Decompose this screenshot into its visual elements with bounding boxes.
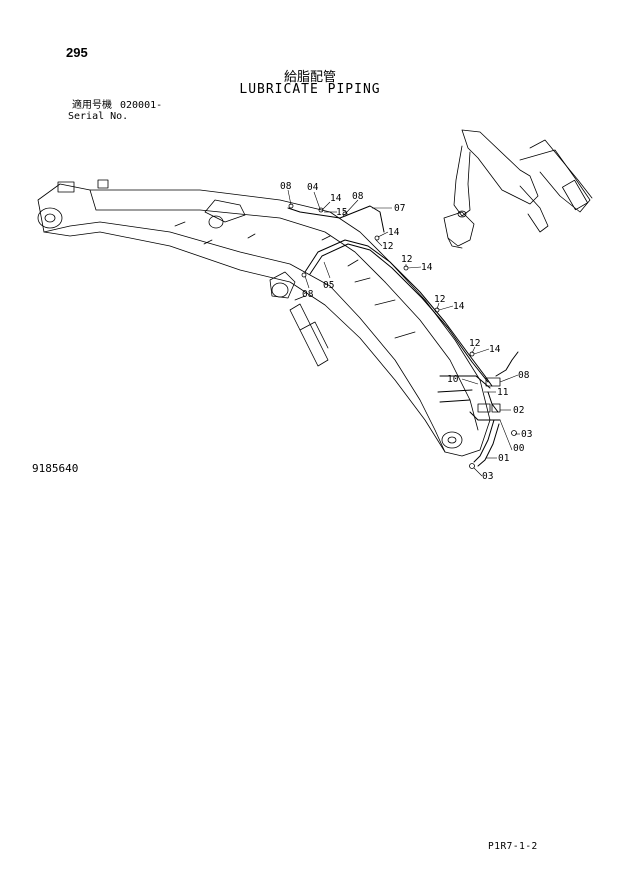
serial-block: 適用号機 020001- Serial No. xyxy=(68,100,162,122)
callout-label: 14 xyxy=(421,262,433,273)
callout-label: 12 xyxy=(434,294,445,305)
drawing-number: 9185640 xyxy=(32,462,79,475)
callout-label: 01 xyxy=(498,453,510,464)
callout-label: 12 xyxy=(382,241,393,252)
boom-cylinder xyxy=(289,295,329,367)
callout-label: 03 xyxy=(521,429,532,440)
title-english: LUBRICATE PIPING xyxy=(239,82,381,97)
page-number: 295 xyxy=(66,45,88,60)
excavator-inset xyxy=(443,129,593,249)
callout-label: 08 xyxy=(280,181,292,192)
callout-label: 08 xyxy=(518,370,530,381)
callout-label: 05 xyxy=(323,280,334,291)
callout-label: 10 xyxy=(447,374,459,385)
callout-label: 11 xyxy=(497,387,509,398)
callout-label: 08 xyxy=(302,289,314,300)
callout-label: 02 xyxy=(513,405,524,416)
serial-label-en: Serial No. xyxy=(68,111,129,122)
fittings xyxy=(174,203,517,469)
leader-lines xyxy=(287,189,520,477)
callout-label: 14 xyxy=(453,301,465,312)
serial-label-jp: 適用号機 xyxy=(72,100,112,111)
callout-label: 07 xyxy=(394,203,405,214)
callout-label: 12 xyxy=(469,338,480,349)
callout-label: 08 xyxy=(352,191,364,202)
callout-label: 14 xyxy=(330,193,342,204)
serial-value: 020001- xyxy=(120,100,163,111)
callout-label: 14 xyxy=(388,227,400,238)
callout-label: 03 xyxy=(482,471,493,482)
callout-labels: 08 04 14 08 15 07 14 12 12 14 08 05 12 1… xyxy=(280,181,532,482)
title-japanese: 給脂配管 xyxy=(283,70,336,85)
reference-code: P1R7-1-2 xyxy=(488,841,538,852)
callout-label: 04 xyxy=(307,182,319,193)
lube-piping xyxy=(287,205,519,467)
boom-outline xyxy=(37,179,491,457)
callout-label: 14 xyxy=(489,344,501,355)
callout-label: 15 xyxy=(336,207,347,218)
callout-label: 00 xyxy=(513,443,525,454)
callout-label: 12 xyxy=(401,254,412,265)
